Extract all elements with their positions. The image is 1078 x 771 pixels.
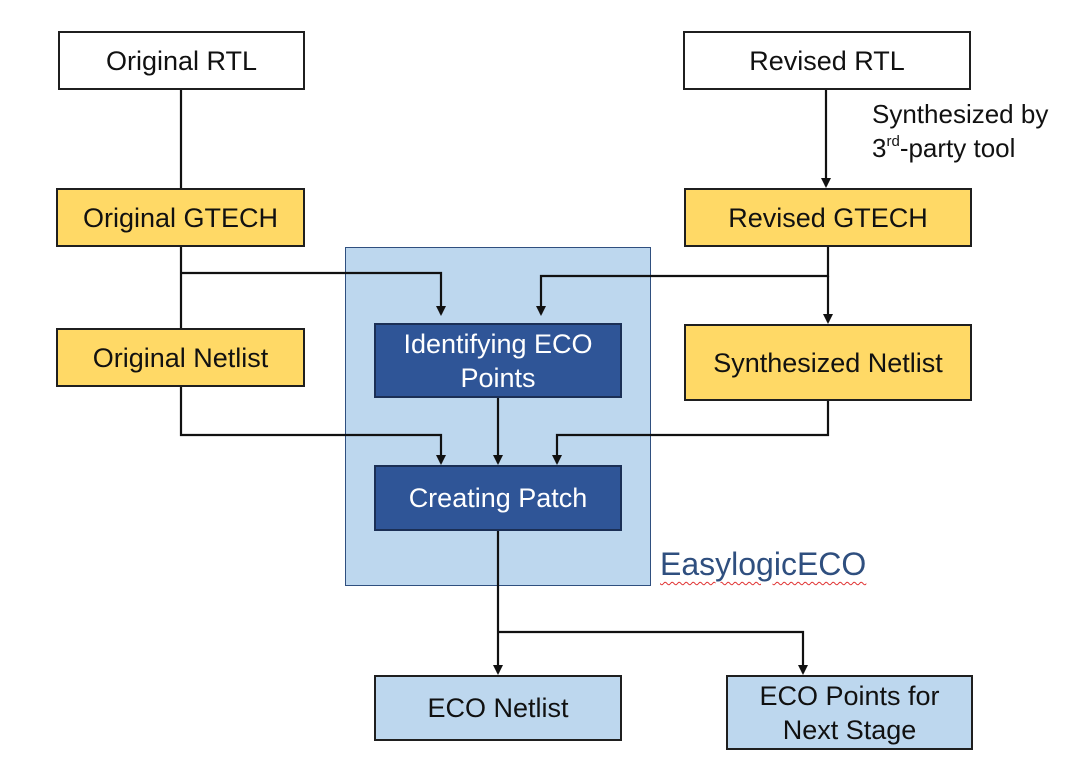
node-label: Original RTL (105, 45, 258, 76)
node-identifying-eco-points: Identifying ECO Points (374, 323, 622, 398)
node-label: Original GTECH (82, 202, 279, 233)
edge-synth-netlist-to-patch (552, 401, 830, 465)
node-label: Synthesized Netlist (713, 347, 943, 378)
edge-original-gtech-to-identify (181, 271, 446, 316)
node-label: Original Netlist (92, 342, 269, 373)
node-eco-netlist: ECO Netlist (374, 675, 622, 741)
synthesis-note-line-1: Synthesized by (872, 99, 1049, 129)
node-label: Revised RTL (749, 45, 905, 76)
node-creating-patch: Creating Patch (374, 465, 622, 531)
node-synthesized-netlist: Synthesized Netlist (684, 324, 972, 401)
easylogic-eco-label: EasylogicECO (660, 546, 867, 582)
node-original-netlist: Original Netlist (56, 328, 305, 387)
edge-original-netlist-to-patch (179, 387, 446, 465)
edge-revised-gtech-to-identify (536, 247, 830, 316)
node-label: ECO Netlist (427, 693, 569, 723)
node-label: Creating Patch (408, 483, 588, 513)
node-eco-points-next-stage: ECO Points for Next Stage (726, 675, 973, 750)
edge-patch-to-eco-points (498, 630, 808, 675)
synthesis-note-line-2: 3rd-party tool (872, 133, 1016, 163)
node-original-gtech: Original GTECH (56, 188, 305, 247)
node-label: ECO Points for Next Stage (759, 680, 940, 745)
node-revised-rtl: Revised RTL (683, 31, 971, 90)
node-revised-gtech: Revised GTECH (684, 188, 972, 247)
node-label: Identifying ECO Points (403, 328, 593, 393)
synthesis-note: Synthesized by 3rd-party tool (872, 97, 1048, 165)
node-original-rtl: Original RTL (58, 31, 305, 90)
node-label: Revised GTECH (728, 202, 928, 233)
